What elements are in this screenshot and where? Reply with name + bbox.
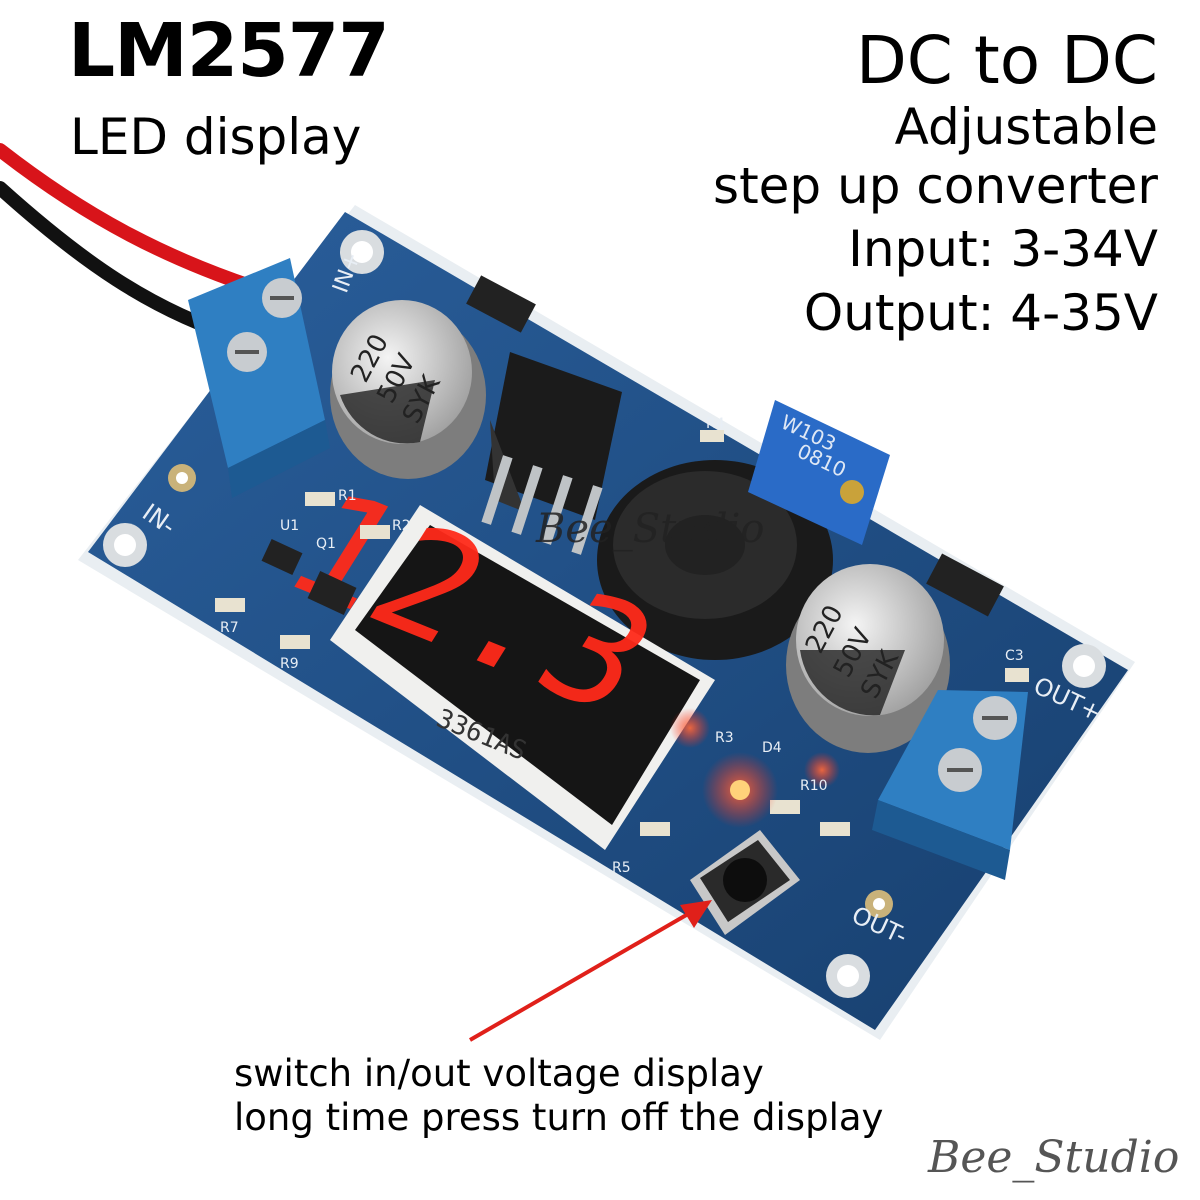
label-r10: R10	[800, 778, 828, 794]
transistors	[261, 538, 357, 616]
output-voltage-spec: Output: 4-35V	[803, 284, 1158, 342]
lm2577-chip	[481, 352, 622, 555]
diode	[466, 275, 536, 333]
label-r4: R4	[706, 416, 725, 432]
label-r1: R1	[338, 488, 357, 504]
product-type: step up converter	[713, 157, 1158, 215]
label-c3: C3	[1005, 648, 1024, 664]
caption-line-2: long time press turn off the display	[234, 1096, 884, 1139]
board-watermark: Bee_Studio	[536, 506, 765, 552]
label-r9: R9	[280, 656, 299, 672]
inductor	[597, 460, 833, 660]
label-r2: R2	[392, 518, 411, 534]
smd-components	[215, 430, 1029, 836]
input-capacitor: 220 50V SYK	[330, 300, 486, 479]
button-caption: switch in/out voltage display long time …	[234, 1052, 883, 1140]
model-title: LM2577	[68, 8, 390, 94]
caption-line-1: switch in/out voltage display	[234, 1052, 764, 1095]
output-capacitor: 220 50V SYK	[786, 564, 950, 753]
label-q1: Q1	[316, 536, 336, 552]
label-r7: R7	[220, 620, 239, 636]
label-r3: R3	[715, 730, 734, 746]
corner-watermark: Bee_Studio	[928, 1132, 1180, 1183]
diode	[926, 553, 1004, 617]
label-r5: R5	[612, 860, 631, 876]
display-switch-button	[690, 830, 800, 935]
label-d4: D4	[762, 740, 782, 756]
model-subtitle: LED display	[70, 108, 362, 166]
product-adjustable: Adjustable	[894, 98, 1158, 156]
input-terminal-block	[188, 258, 330, 498]
product-title: DC to DC	[855, 22, 1158, 99]
callout-arrow	[468, 900, 712, 1042]
output-terminal-block	[872, 690, 1028, 880]
label-u1: U1	[280, 518, 299, 534]
input-voltage-spec: Input: 3-34V	[848, 220, 1158, 278]
status-led-glow	[670, 708, 840, 828]
